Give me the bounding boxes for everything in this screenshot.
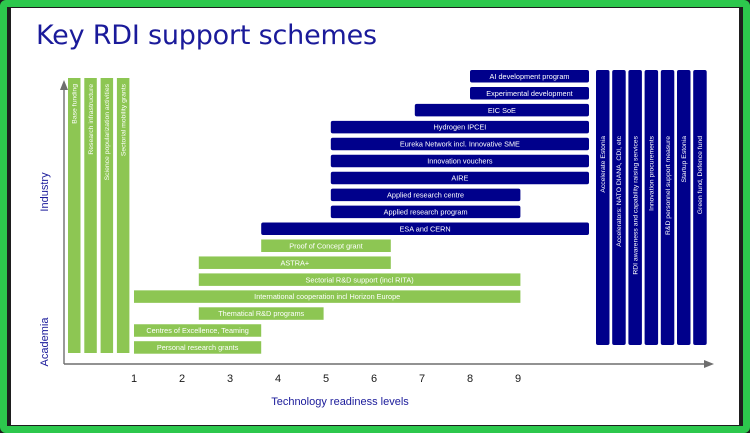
vertical-green-bar	[100, 78, 114, 353]
vertical-navy-bar	[628, 70, 642, 345]
scheme-bar	[470, 86, 589, 100]
vertical-green-bar	[116, 78, 130, 353]
scheme-bar	[134, 341, 262, 354]
y-axis-label-academia: Academia	[39, 317, 51, 367]
y-axis-arrow-icon	[60, 80, 68, 90]
vertical-navy-bar	[644, 70, 659, 345]
scheme-bar	[198, 256, 391, 269]
scheme-bar	[330, 188, 521, 202]
vertical-navy-bar	[596, 70, 610, 345]
scheme-label: AIRE	[451, 174, 468, 183]
vertical-green-label: Sectorial mobility grants	[120, 83, 127, 156]
x-tick-label: 1	[131, 373, 137, 385]
scheme-label: Centres of Excellence, Teaming	[146, 326, 248, 335]
slide-content: Key RDI support schemes Industry Academi…	[11, 8, 739, 425]
scheme-label: ESA and CERN	[400, 224, 451, 233]
x-tick-label: 5	[323, 373, 329, 385]
scheme-bar	[470, 70, 589, 83]
slide-title: Key RDI support schemes	[36, 20, 377, 51]
vertical-navy-bar	[693, 70, 707, 345]
x-axis-label: Technology readiness levels	[271, 396, 409, 408]
vertical-green-bar	[68, 78, 81, 353]
scheme-label: International cooperation incl Horizon E…	[254, 292, 400, 301]
scheme-label: EIC SoE	[488, 106, 516, 115]
scheme-label: Applied research program	[384, 207, 468, 216]
x-tick-label: 4	[275, 373, 281, 385]
scheme-bar	[134, 290, 521, 303]
scheme-bar	[330, 154, 589, 168]
scheme-label: Experimental development	[486, 89, 572, 98]
y-axis-label-industry: Industry	[39, 172, 51, 212]
x-tick-label: 6	[371, 373, 377, 385]
scheme-bar	[330, 171, 589, 185]
vertical-green-label: Science popularization activities	[104, 83, 111, 180]
scheme-label: Personal research grants	[157, 343, 239, 352]
scheme-bar	[134, 324, 262, 337]
scheme-label: Hydrogen IPCEI	[434, 123, 487, 132]
x-tick-label: 8	[467, 373, 473, 385]
vertical-green-label: Base funding	[71, 84, 78, 124]
vertical-navy-bar	[660, 70, 675, 345]
scheme-label: Sectorial R&D support (incl RITA)	[306, 275, 414, 284]
x-tick-label: 7	[419, 373, 425, 385]
x-tick-label: 2	[179, 373, 185, 385]
scheme-bar	[261, 222, 589, 236]
scheme-label: ASTRA+	[281, 258, 310, 267]
vertical-green-bar	[84, 78, 97, 353]
scheme-bar	[330, 120, 589, 134]
scheme-label: Applied research centre	[387, 191, 464, 200]
scheme-bar	[198, 307, 324, 320]
vertical-navy-bar	[677, 70, 691, 345]
scheme-bar	[198, 273, 521, 286]
scheme-label: Innovation vouchers	[427, 157, 493, 166]
vertical-navy-label: Innovation procurements	[649, 135, 656, 210]
vertical-navy-label: Accelerators: NATO DIANA, CDI, etc	[616, 135, 623, 246]
x-tick-label: 3	[227, 373, 233, 385]
scheme-bar	[414, 103, 589, 117]
vertical-navy-label: Green fund, Defence fund	[697, 136, 704, 214]
vertical-green-label: Research infrastructure	[88, 84, 95, 155]
scheme-label: Eureka Network incl. Innovative SME	[400, 140, 520, 149]
scheme-label: Proof of Concept grant	[289, 241, 362, 250]
x-tick-label: 9	[515, 373, 521, 385]
vertical-navy-label: R&D personnel support measure	[665, 136, 672, 235]
x-axis-arrow-icon	[704, 360, 714, 368]
scheme-label: Thematical R&D programs	[218, 309, 304, 318]
scheme-label: AI development program	[490, 72, 570, 81]
scheme-bar	[330, 137, 589, 151]
scheme-bar	[330, 205, 521, 219]
vertical-navy-label: Accelerate Estonia	[600, 136, 607, 193]
vertical-navy-bar	[612, 70, 626, 345]
rdi-diagram: Industry Academia Technology readiness l…	[39, 70, 714, 408]
vertical-navy-label: RDI awareness and capability raising ser…	[632, 135, 639, 274]
vertical-navy-label: Startup Estonia	[681, 136, 688, 183]
scheme-bar	[261, 239, 391, 252]
